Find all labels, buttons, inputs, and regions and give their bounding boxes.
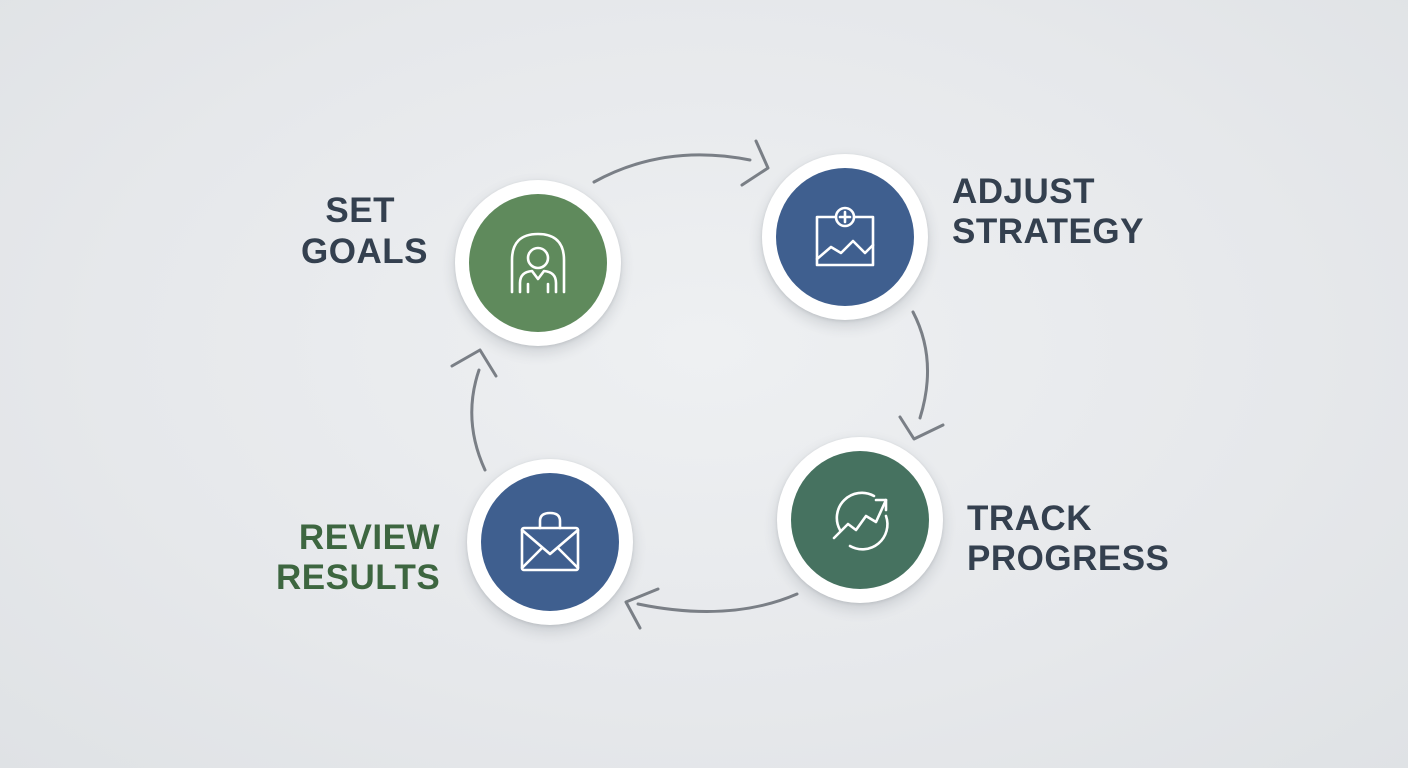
step-label-track-progress: TRACK PROGRESS: [967, 499, 1169, 579]
arrowhead-review-to-set: [450, 348, 498, 378]
arrowhead-adjust-to-track: [898, 415, 945, 441]
step-label-set-goals-line1: SET: [325, 191, 395, 230]
step-label-review-results: REVIEW RESULTS: [276, 518, 440, 598]
step-review-results: [467, 459, 633, 625]
step-label-track-progress-line1: TRACK: [967, 499, 1092, 538]
step-label-review-results-line1: REVIEW: [298, 518, 440, 557]
step-label-set-goals-line2: GOALS: [301, 232, 428, 271]
progress-cycle-icon: [832, 491, 889, 551]
step-label-set-goals: SET GOALS: [300, 190, 428, 272]
person-icon: [510, 232, 566, 294]
step-adjust-strategy: [762, 154, 928, 320]
arrowhead-track-to-review: [624, 587, 660, 630]
step-label-track-progress-line2: PROGRESS: [967, 539, 1170, 578]
arrowhead-set-to-adjust: [740, 139, 770, 187]
step-label-adjust-strategy-line2: STRATEGY: [952, 212, 1144, 251]
step-label-adjust-strategy-line1: ADJUST: [952, 172, 1096, 211]
chart-plus-icon: [815, 206, 875, 267]
step-label-review-results-line2: RESULTS: [276, 558, 441, 597]
step-label-adjust-strategy: ADJUST STRATEGY: [952, 172, 1144, 252]
step-set-goals: [455, 180, 621, 346]
arrow-track-to-review: [636, 592, 799, 614]
envelope-bag-icon: [520, 511, 580, 572]
arrow-set-to-adjust: [592, 153, 752, 184]
step-track-progress: [777, 437, 943, 603]
arrow-review-to-set: [470, 368, 487, 472]
arrow-adjust-to-track: [911, 310, 929, 420]
